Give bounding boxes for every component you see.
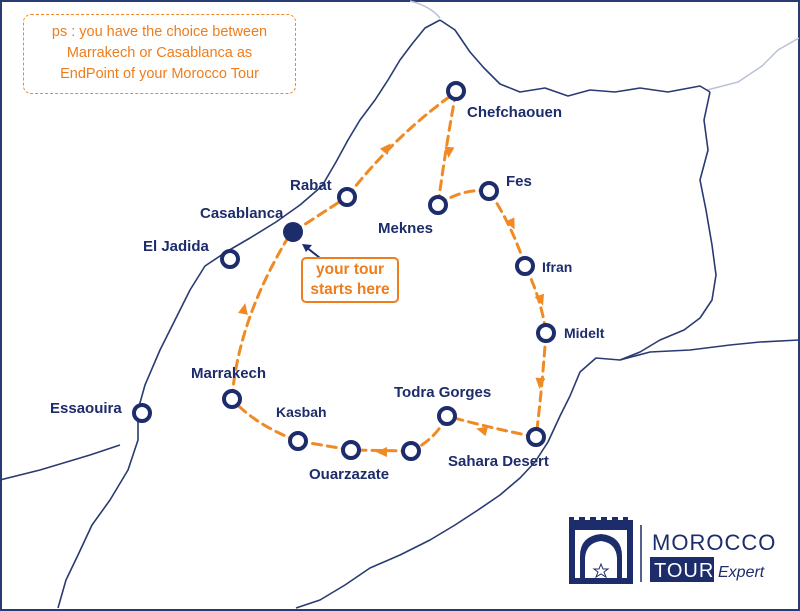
- start-pointer-icon: [302, 244, 312, 252]
- label-ouarzazate: Ouarzazate: [309, 466, 389, 483]
- marker-todra-gorges[interactable]: [437, 406, 457, 426]
- marker-ouarzazate[interactable]: [341, 440, 361, 460]
- label-casablanca: Casablanca: [200, 205, 284, 222]
- marker-kasbah[interactable]: [288, 431, 308, 451]
- arrow-icon: [534, 293, 544, 306]
- label-marrakech: Marrakech: [191, 365, 266, 382]
- marker-ifran[interactable]: [515, 256, 535, 276]
- route-midelt-sahara: [534, 330, 548, 439]
- marker-sahara-desert[interactable]: [526, 427, 546, 447]
- label-essaouira: Essaouira: [50, 400, 122, 417]
- label-chefchaouen: Chefchaouen: [467, 104, 562, 121]
- marker-fes[interactable]: [479, 181, 499, 201]
- route-arrows: [238, 143, 546, 457]
- arrow-icon: [379, 143, 391, 156]
- marker-ouarzazate-east[interactable]: [401, 441, 421, 461]
- arrow-icon: [444, 146, 455, 158]
- algeria-inner-border: [619, 339, 800, 361]
- mediterranean-border: [439, 19, 711, 97]
- start-badge: your tour starts here: [301, 257, 399, 303]
- morocco-outline: [57, 19, 441, 609]
- note-line-3: EndPoint of your Morocco Tour: [60, 66, 259, 82]
- arrow-icon: [376, 447, 387, 457]
- label-rabat: Rabat: [290, 177, 332, 194]
- route-marrakech-casablanca: [230, 234, 291, 401]
- spain-border: [409, 0, 441, 19]
- marker-casablanca[interactable]: [283, 222, 303, 242]
- marker-marrakech[interactable]: [222, 389, 242, 409]
- city-labels: Chefchaouen Rabat Casablanca Meknes Fes …: [50, 104, 605, 483]
- note-line-1: ps : you have the choice between: [51, 24, 268, 40]
- route-rabat-chefchaouen: [345, 90, 458, 199]
- marker-rabat[interactable]: [337, 187, 357, 207]
- city-markers: [132, 81, 556, 461]
- arrow-icon: [505, 217, 515, 230]
- label-midelt: Midelt: [564, 325, 605, 341]
- label-fes: Fes: [506, 173, 532, 190]
- label-ifran: Ifran: [542, 259, 572, 275]
- route-casablanca-rabat: [291, 195, 349, 234]
- arrow-icon: [535, 377, 546, 389]
- gate-icon: [569, 517, 633, 584]
- label-meknes: Meknes: [378, 220, 433, 237]
- label-el-jadida: El Jadida: [143, 238, 210, 255]
- label-sahara-desert: Sahara Desert: [448, 453, 549, 470]
- route-sahara-todra: [445, 414, 538, 439]
- label-todra-gorges: Todra Gorges: [394, 384, 491, 401]
- endpoint-note: ps : you have the choice between Marrake…: [23, 14, 296, 94]
- route-fes-ifran: [487, 189, 527, 268]
- logo-tour-text: TOUR: [654, 560, 714, 582]
- logo-expert-text: Expert: [718, 564, 765, 581]
- marker-chefchaouen[interactable]: [446, 81, 466, 101]
- brand-logo: MOROCCO TOUR Expert: [569, 517, 776, 584]
- label-kasbah: Kasbah: [276, 404, 327, 420]
- arrow-icon: [238, 303, 248, 315]
- marker-meknes[interactable]: [428, 195, 448, 215]
- logo-morocco-text: MOROCCO: [652, 530, 776, 555]
- marker-midelt[interactable]: [536, 323, 556, 343]
- note-line-2: Marrakech or Casablanca as: [66, 45, 253, 61]
- mediterranean-coast: [706, 37, 800, 91]
- marker-el-jadida[interactable]: [220, 249, 240, 269]
- start-badge-line-1: your tour: [315, 261, 385, 278]
- algeria-border: [295, 91, 717, 609]
- arrow-icon: [476, 426, 489, 437]
- marker-essaouira[interactable]: [132, 403, 152, 423]
- western-sahara-border: [0, 444, 121, 481]
- start-badge-line-2: starts here: [310, 281, 390, 298]
